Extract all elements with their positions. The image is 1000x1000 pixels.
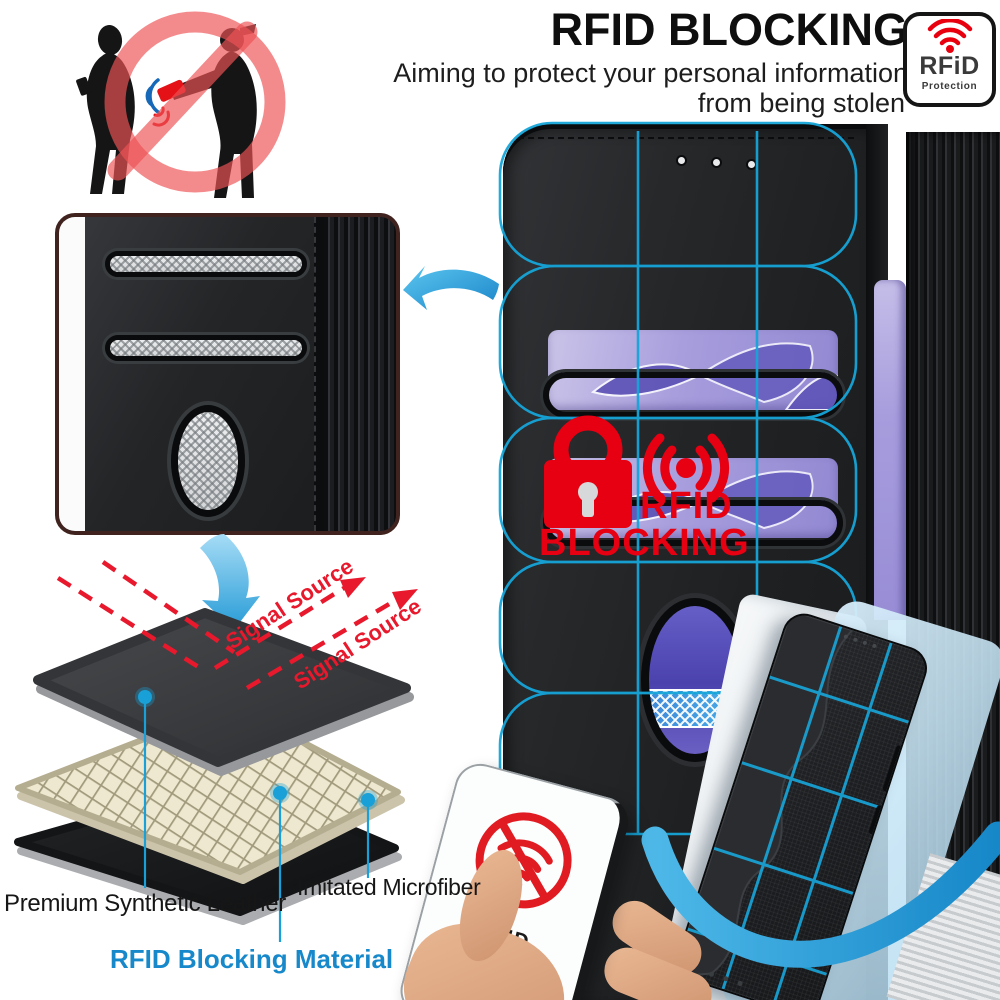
- closeup-oval-cutout: [171, 405, 245, 517]
- closeup-background: [59, 217, 85, 531]
- signal-arrowhead-2: [392, 589, 418, 610]
- label-rfid-blocking-material: RFID Blocking Material: [110, 944, 394, 974]
- card-slot-opening-1: [543, 372, 843, 418]
- rfid-protection-badge: RFiD Protection: [903, 12, 996, 107]
- closeup-ribbed-edge: [324, 217, 396, 531]
- subtitle-line2: from being stolen: [697, 88, 905, 118]
- card-slots-closeup: [55, 213, 400, 535]
- lock-icon: [544, 415, 632, 528]
- badge-label: Protection: [921, 81, 978, 92]
- layer-leather: [33, 608, 414, 776]
- closeup-card-slot-1: [105, 251, 307, 277]
- signal-waves-blue: [145, 78, 160, 114]
- vertical-card-in-pocket: [874, 280, 906, 620]
- label-premium-synthetic-leather: Premium Synthetic Leather: [4, 890, 286, 917]
- layer-rfid-mesh: [15, 702, 405, 884]
- case-grid-overlay: [687, 626, 909, 1000]
- stitch-line: [518, 137, 854, 139]
- arrow-down-icon: [200, 534, 260, 630]
- callout-markers: [135, 687, 378, 942]
- rfid-blocking-text-line2: BLOCKING: [539, 522, 750, 564]
- materials-layer-diagram: Signal Source Signal Source: [14, 534, 426, 942]
- arrow-left-icon: [403, 266, 499, 310]
- card-in-slot-1: [548, 330, 838, 410]
- page-title: RFID BLOCKING: [550, 4, 908, 55]
- protection-arc-swoosh: [641, 821, 1000, 968]
- wifi-icon: [927, 19, 972, 53]
- phone-case-back: [671, 608, 933, 1000]
- subtitle-line1: Aiming to protect your personal informat…: [393, 58, 908, 88]
- rfid-blocking-text-line1: RFID: [640, 485, 733, 527]
- signal-arrowhead-1: [340, 577, 366, 598]
- prohibition-icon: [104, 11, 286, 193]
- closeup-card-slot-2: [105, 335, 307, 361]
- closeup-stitch: [314, 217, 324, 531]
- badge-brand: RFiD: [919, 52, 980, 80]
- rfid-signal-icon: [642, 433, 730, 503]
- snap-dot: [713, 159, 720, 166]
- label-imitated-microfiber: Imitated Microfiber: [297, 874, 481, 900]
- snap-dot: [678, 157, 685, 164]
- snap-dot: [748, 161, 755, 168]
- anti-theft-illustration: [76, 11, 286, 198]
- signal-arrow-lines: [56, 560, 398, 690]
- thief-scanner-device: [157, 79, 186, 102]
